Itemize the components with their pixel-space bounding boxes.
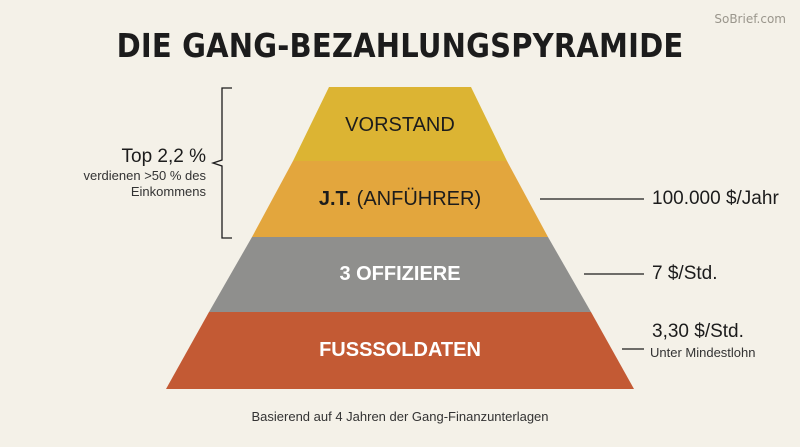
bracket-left bbox=[210, 87, 232, 239]
page-title: DIE GANG-BEZAHLUNGSPYRAMIDE bbox=[116, 26, 684, 65]
tier-label-fusssoldaten: FUSSSOLDATEN bbox=[319, 339, 481, 361]
tier-vorstand bbox=[293, 87, 507, 161]
top-share-line1: verdienen >50 % des bbox=[83, 168, 206, 183]
tier-label-jt-rest: (ANFÜHRER) bbox=[351, 188, 482, 210]
jt-pay-label: 100.000 $/Jahr bbox=[652, 188, 779, 209]
tier-label-jt: J.T. (ANFÜHRER) bbox=[0, 188, 800, 211]
soldier-pay-label: 3,30 $/Std. bbox=[652, 321, 744, 342]
tier-label-jt-bold: J.T. bbox=[318, 188, 352, 210]
left-annotation: Top 2,2 % verdienen >50 % des Einkommens bbox=[6, 146, 206, 200]
watermark: SoBrief.com bbox=[714, 12, 786, 26]
tier-jt bbox=[252, 161, 548, 237]
top-share-line2: Einkommens bbox=[130, 184, 206, 199]
officer-pay-label: 7 $/Std. bbox=[652, 263, 718, 284]
tier-label-vorstand: VORSTAND bbox=[345, 114, 455, 136]
tier-offiziere bbox=[209, 237, 591, 312]
footnote: Basierend auf 4 Jahren der Gang-Finanzun… bbox=[251, 409, 549, 424]
tier-label-offiziere: 3 OFFIZIERE bbox=[339, 263, 461, 285]
tier-fusssoldaten bbox=[166, 312, 634, 389]
top-share-headline: Top 2,2 % bbox=[121, 146, 207, 167]
soldier-pay-note: Unter Mindestlohn bbox=[650, 345, 756, 360]
